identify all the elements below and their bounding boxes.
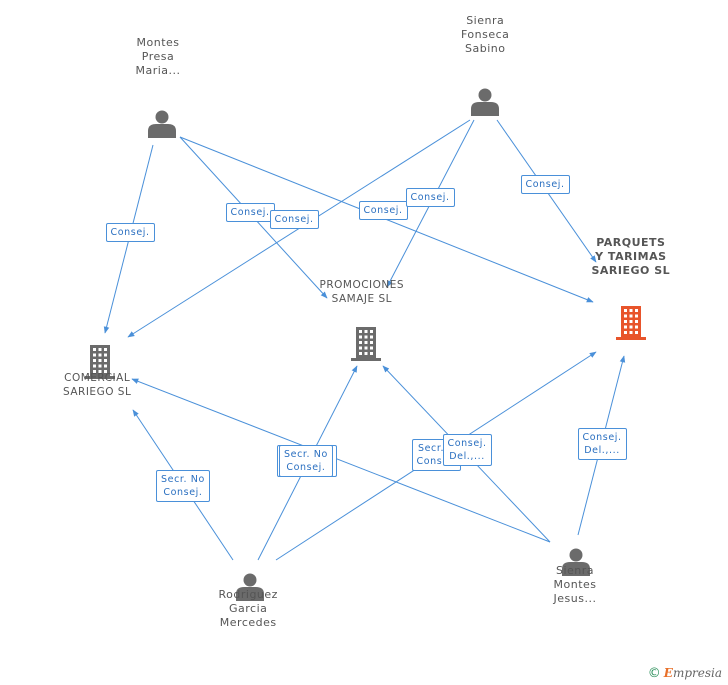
relation-role-label[interactable]: Consej. [105,222,155,242]
relation-role-label[interactable]: Consej. [225,202,275,222]
relation-role-label[interactable]: Secr. No Consej. [156,470,210,502]
person-name-label[interactable]: Sienra Montes Jesus... [553,564,597,605]
building-icon[interactable] [85,345,115,379]
copyright-icon: © [647,666,661,681]
company-name-label[interactable]: PROMOCIONES SAMAJE SL [319,279,405,305]
person-name-label[interactable]: Montes Presa Maria... [135,36,181,77]
relation-role-label[interactable]: Consej. Del.,... [442,434,492,466]
relation-role-label[interactable]: Consej. [520,174,570,194]
building-icon[interactable] [616,306,646,340]
building-icon[interactable] [351,327,381,361]
relation-role-label[interactable]: Consej. [405,187,455,207]
relation-role-label[interactable]: Consej. [358,200,408,220]
relation-role-label[interactable]: Consej. [269,209,319,229]
relation-edge [127,119,471,338]
person-icon[interactable] [562,548,590,577]
brand-logo: Empresia [663,666,722,680]
person-name-label[interactable]: Sienra Fonseca Sabino [461,14,510,55]
relation-role-label[interactable]: Secr. No Consej. [279,445,333,477]
company-name-label[interactable]: COMERCIAL SARIEGO SL [63,372,132,398]
relation-edge [131,378,551,543]
person-icon[interactable] [236,573,264,602]
person-name-label[interactable]: Rodriguez Garcia Mercedes [218,588,278,629]
person-icon[interactable] [148,110,176,139]
relation-role-label[interactable]: Consej. Del.,... [577,428,627,460]
company-name-label[interactable]: PARQUETS Y TARIMAS SARIEGO SL [591,236,671,277]
person-icon[interactable] [471,88,499,117]
relation-edge [179,136,594,303]
copyright-notice: ©Empresia [648,666,722,681]
